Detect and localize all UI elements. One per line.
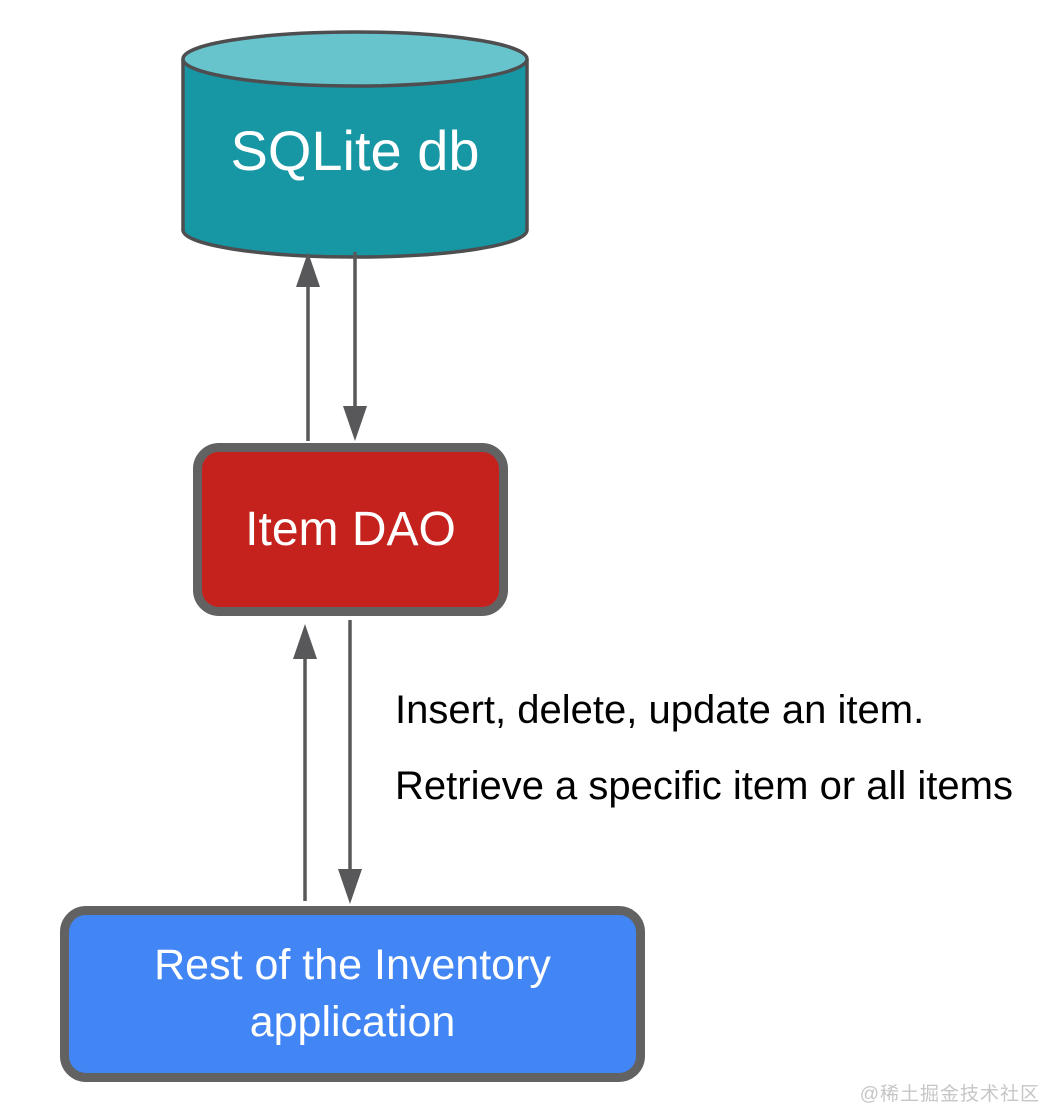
watermark-text: @稀土掘金技术社区 — [859, 1084, 1040, 1105]
inventory-app-label-line2: application — [249, 998, 456, 1046]
item-dao-label: Item DAO — [245, 503, 456, 556]
annotation-line1: Insert, delete, update an item. — [395, 688, 925, 732]
item-dao-node: Item DAO — [193, 443, 508, 616]
arrow-dao-to-db — [296, 252, 320, 441]
annotation-line2: Retrieve a specific item or all items — [395, 764, 1013, 808]
database-cylinder-shape — [181, 30, 529, 259]
arrow-app-to-dao — [293, 624, 317, 901]
down-arrowhead-icon — [338, 869, 362, 904]
cylinder-top-ellipse — [181, 30, 529, 88]
down-arrowhead-icon — [343, 406, 367, 441]
database-node-label: SQLite db — [230, 119, 480, 182]
arrow-dao-to-app — [338, 620, 362, 904]
inventory-app-label-line1: Rest of the Inventory — [154, 940, 551, 989]
arrow-db-to-dao — [343, 252, 367, 441]
up-arrowhead-icon — [296, 252, 320, 287]
inventory-app-node: Rest of the Inventory application — [60, 906, 645, 1082]
up-arrowhead-icon — [293, 624, 317, 659]
